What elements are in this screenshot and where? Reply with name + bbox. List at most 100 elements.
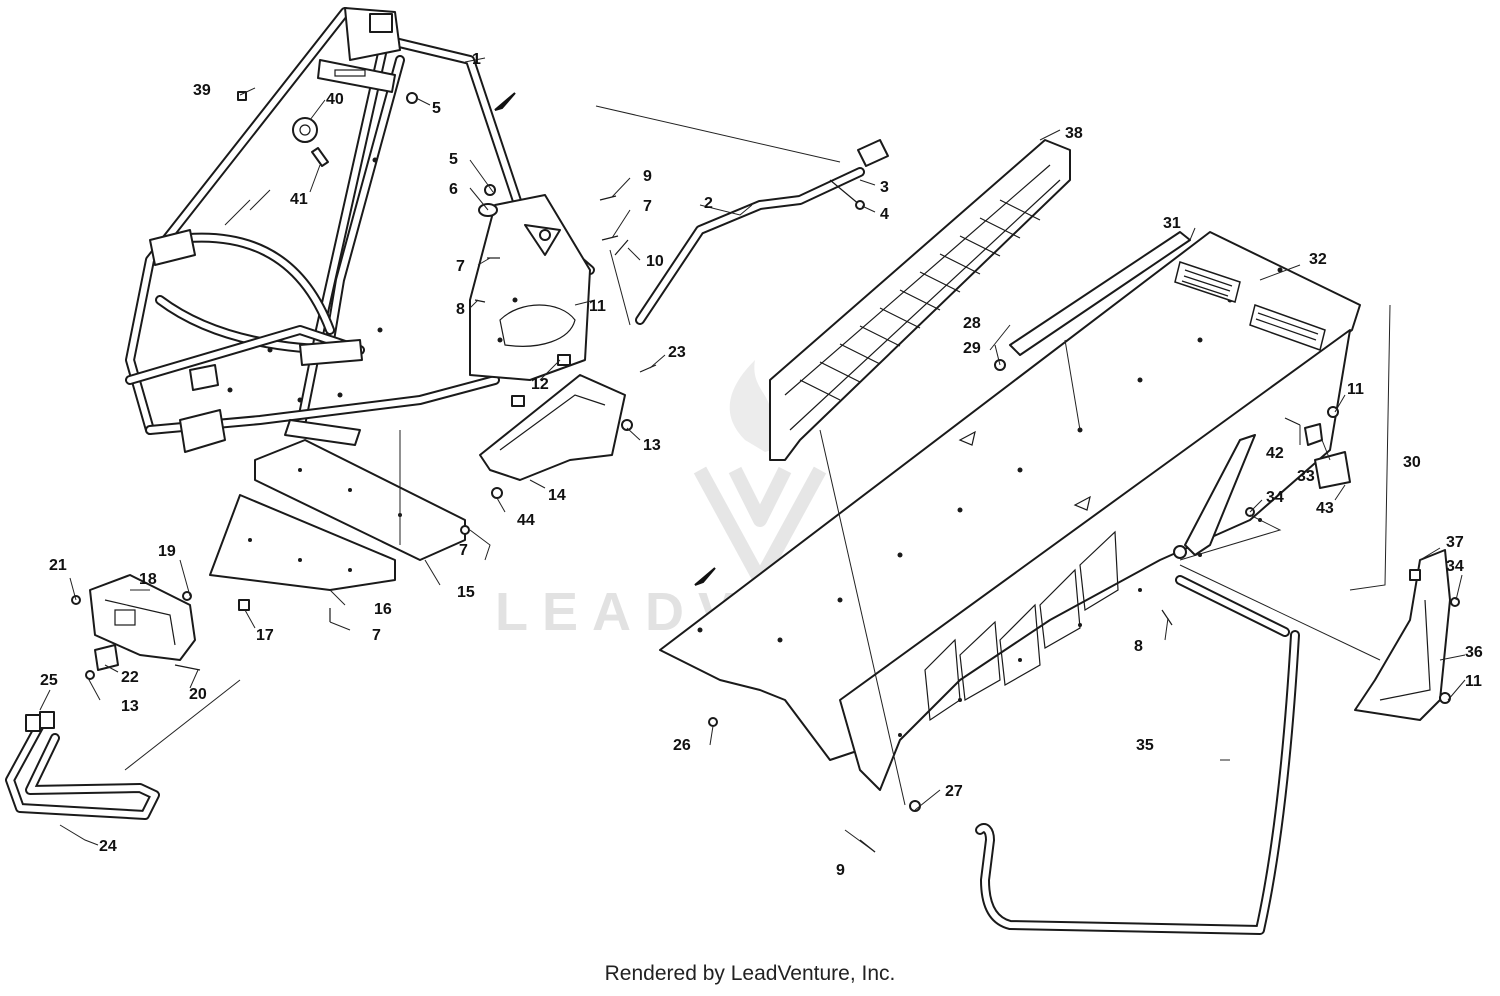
tunnel-30 [659, 231, 1361, 791]
callout-42: 42 [1266, 445, 1284, 462]
callout-25: 25 [40, 672, 58, 689]
grommet-34 [1173, 545, 1187, 559]
callout-3: 3 [880, 179, 889, 196]
callout-14: 14 [548, 487, 566, 504]
callout-labels: 1 2 3 4 5 5 6 7 7 7 7 8 8 9 9 10 11 11 1… [40, 51, 1483, 879]
front-bumper-24 [5, 720, 160, 820]
clip-12b [511, 395, 525, 407]
clip-12 [557, 354, 571, 366]
callout-37: 37 [1446, 534, 1464, 551]
callout-17: 17 [256, 627, 274, 644]
callout-24: 24 [99, 838, 117, 855]
callout-13-lower: 13 [121, 698, 139, 715]
callout-29: 29 [963, 340, 981, 357]
footer-credit: Rendered by LeadVenture, Inc. [604, 962, 896, 985]
callout-39: 39 [193, 82, 211, 99]
callout-19: 19 [158, 543, 176, 560]
callout-13-upper: 13 [643, 437, 661, 454]
screw-44 [491, 487, 503, 499]
bolt-20 [174, 664, 201, 671]
bolt-41 [311, 147, 329, 167]
callout-28: 28 [963, 315, 981, 332]
nut-11c [1439, 692, 1451, 704]
steering-post-2 [635, 167, 865, 325]
clip-37 [1409, 569, 1421, 581]
callout-43: 43 [1316, 500, 1334, 517]
rivet-23 [639, 364, 657, 373]
pin-10 [614, 239, 629, 256]
grommet-40 [292, 117, 318, 143]
callout-32: 32 [1309, 251, 1327, 268]
bolt-39 [237, 91, 247, 101]
callout-11-right: 11 [1347, 381, 1364, 398]
callout-5-upper: 5 [432, 100, 441, 117]
bolt-8b [1161, 609, 1173, 626]
callout-20: 20 [189, 686, 207, 703]
callout-40: 40 [326, 91, 344, 108]
nut-11-right [1327, 406, 1339, 418]
running-board-38 [769, 139, 1071, 461]
callout-6: 6 [449, 181, 458, 198]
reflector-43 [1314, 451, 1351, 489]
callout-9-lower: 9 [836, 862, 845, 879]
screw-13b [85, 670, 95, 680]
callout-23: 23 [668, 344, 686, 361]
callout-36: 36 [1465, 644, 1483, 661]
callout-7-bottom: 7 [372, 627, 381, 644]
callout-7-left: 7 [456, 258, 465, 275]
callout-7-upper: 7 [643, 198, 652, 215]
callout-8-right: 8 [1134, 638, 1143, 655]
skid-plate-16 [209, 494, 396, 591]
callout-21: 21 [49, 557, 67, 574]
grip-3 [857, 139, 889, 167]
callout-1: 1 [472, 51, 481, 68]
callout-7-skid: 7 [459, 542, 468, 559]
bracket-36 [1354, 549, 1451, 721]
callout-12: 12 [531, 376, 549, 393]
skid-plate-15 [254, 439, 466, 561]
callout-18: 18 [139, 571, 157, 588]
rear-bumper-35 [975, 575, 1300, 935]
nut-5-lower [484, 184, 496, 196]
nut-5-upper [406, 92, 418, 104]
callout-2: 2 [704, 195, 713, 212]
arrow-indicator-top [494, 92, 516, 111]
cap-25b [39, 711, 55, 729]
callout-31: 31 [1163, 215, 1181, 232]
callout-11-left: 11 [589, 298, 606, 315]
bushing-22 [94, 644, 119, 671]
leader-lines [39, 57, 1466, 853]
callout-5-lower: 5 [449, 151, 458, 168]
callout-26: 26 [673, 737, 691, 754]
callout-16: 16 [374, 601, 392, 618]
screw-13 [621, 419, 633, 431]
bracket-14 [479, 374, 626, 481]
frame-assembly [125, 7, 595, 453]
bolt-7a [601, 235, 619, 241]
bumper-mount-18 [89, 574, 196, 661]
cap-25a [25, 714, 41, 732]
callout-15: 15 [457, 584, 475, 601]
callout-34-right: 34 [1446, 558, 1464, 575]
callout-9-upper: 9 [643, 168, 652, 185]
arrow-indicator-mid [694, 567, 716, 586]
clip-17 [238, 599, 250, 611]
callout-30: 30 [1403, 454, 1421, 471]
bolt-42 [1284, 417, 1301, 426]
bolt-9 [599, 195, 617, 201]
callout-22: 22 [121, 669, 139, 686]
callout-8-left: 8 [456, 301, 465, 318]
callout-35: 35 [1136, 737, 1154, 754]
callout-11-bracket: 11 [1465, 673, 1482, 690]
callout-4: 4 [880, 206, 889, 223]
bracket-33 [1304, 423, 1323, 446]
screw-34b [1450, 597, 1460, 607]
callout-38: 38 [1065, 125, 1083, 142]
callout-27: 27 [945, 783, 963, 800]
bolt-4 [829, 179, 865, 210]
callout-10: 10 [646, 253, 664, 270]
warning-label-32 [1174, 261, 1326, 351]
callout-44: 44 [517, 512, 535, 529]
callout-41: 41 [290, 191, 308, 208]
